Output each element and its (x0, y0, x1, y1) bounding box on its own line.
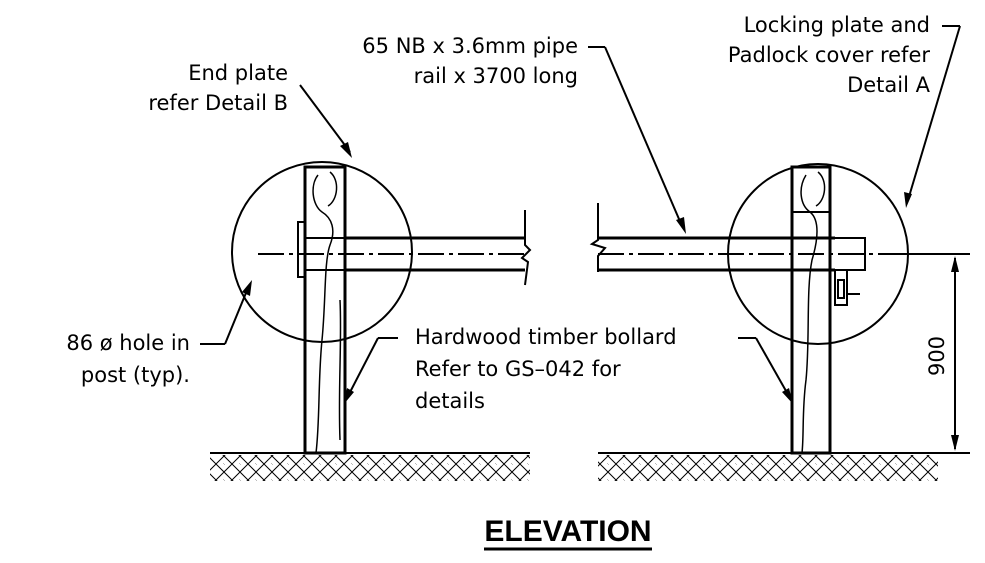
dimension-label: 900 (925, 336, 949, 376)
ground-left (210, 452, 530, 481)
locking-plate-label-1: Locking plate and (744, 13, 930, 37)
leader-arrow (299, 84, 352, 158)
ground-right (598, 452, 965, 481)
end-plate-label-1: End plate (188, 61, 288, 85)
right-bollard (790, 165, 866, 455)
locking-plate-label-2: Padlock cover refer (728, 43, 930, 67)
leader-arrow (344, 337, 398, 404)
dimension-900 (900, 253, 970, 454)
leader-arrow (200, 280, 252, 345)
locking-plate-label-3: Detail A (847, 73, 931, 97)
right-pipe-rail (589, 203, 835, 272)
leader-arrow (738, 337, 793, 404)
leader-arrow (588, 46, 686, 234)
bollard-label-3: details (415, 389, 485, 413)
page-title: ELEVATION (484, 515, 651, 548)
end-plate-label-2: refer Detail B (148, 91, 288, 115)
left-bollard (297, 165, 347, 455)
pipe-rail-label-1: 65 NB x 3.6mm pipe (362, 34, 578, 58)
left-pipe-rail (345, 210, 532, 286)
detail-b-circle (231, 161, 413, 343)
hole-label-1: 86 ø hole in (66, 331, 190, 355)
pipe-rail-label-2: rail x 3700 long (414, 64, 578, 88)
hole-label-2: post (typ). (81, 363, 190, 387)
leader-arrow (904, 25, 961, 208)
bollard-label-2: Refer to GS–042 for (415, 357, 621, 381)
bollard-label-1: Hardwood timber bollard (415, 325, 677, 349)
